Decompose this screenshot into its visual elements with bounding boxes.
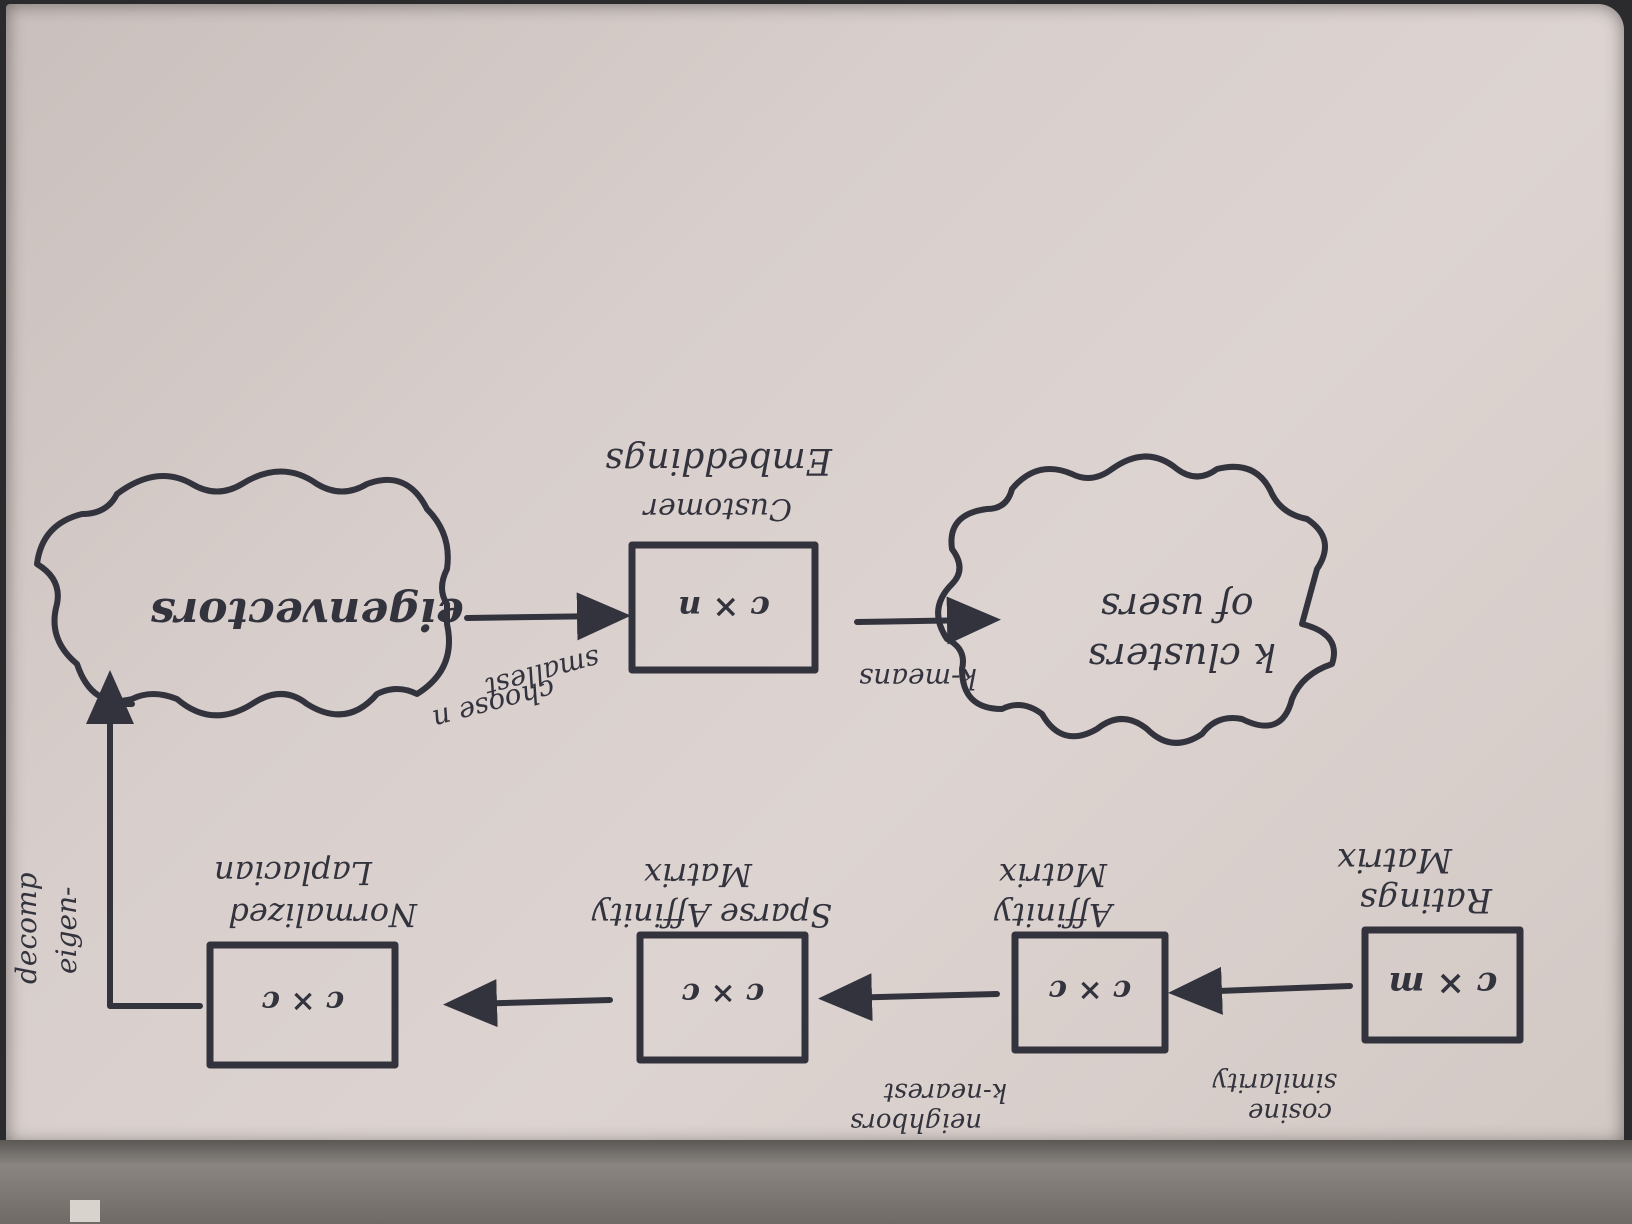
affinity-caption-line2: Matrix	[999, 856, 1108, 894]
eigenvectors-node: eigenvectors	[34, 468, 464, 719]
eigenvectors-burst	[34, 468, 452, 719]
notebook-page-edge	[0, 1140, 1632, 1224]
laplacian-caption-line1: Normalized	[228, 896, 418, 934]
embeddings-caption-line2: Embeddings	[605, 440, 833, 481]
page-edge-mark	[70, 1200, 100, 1222]
edge-eigen-line2: decomp	[10, 872, 43, 984]
laplacian-box	[206, 941, 399, 1069]
arrow-eigenvectors-to-embeddings	[464, 592, 631, 641]
embeddings-caption-line1: Customer	[642, 491, 792, 526]
sparse-caption-line1: Sparse Affinity	[591, 896, 832, 934]
embeddings-box	[628, 541, 819, 674]
edge-kmeans: k-means	[859, 662, 977, 695]
ratings-box	[1361, 926, 1524, 1044]
sparse-box-label: c × c	[682, 976, 765, 1011]
sparse-node: c × c Sparse Affinity Matrix	[591, 856, 832, 1064]
edge-cosine-line1: cosine	[1248, 1097, 1332, 1127]
laplacian-node: c × c Normalized Laplacian	[206, 854, 418, 1069]
affinity-box-label: c × c	[1049, 973, 1132, 1008]
eigenvectors-label: eigenvectors	[150, 588, 463, 639]
clusters-label-line2: of users	[1100, 585, 1253, 629]
arrow-embeddings-to-clusters	[854, 596, 1001, 645]
clusters-burst	[935, 453, 1337, 746]
ratings-caption-line1: Ratings	[1360, 880, 1493, 920]
arrow-laplacian-to-eigenvectors	[107, 701, 203, 1009]
edge-knn-line1: k-nearest	[883, 1077, 1007, 1107]
clusters-node: k clusters of users	[935, 453, 1337, 746]
laplacian-box-label: c × c	[262, 984, 345, 1019]
embeddings-box-label: c × n	[678, 589, 770, 627]
affinity-node: c × c Affinity Matrix	[993, 856, 1169, 1054]
embeddings-node: c × n Customer Embeddings	[605, 440, 833, 674]
affinity-caption-line1: Affinity	[993, 896, 1115, 934]
edge-knn-line2: neighbors	[850, 1107, 982, 1137]
edge-eigen-line1: eigen-	[50, 886, 83, 974]
ratings-caption-line2: Matrix	[1337, 840, 1453, 880]
clusters-label-line1: k clusters	[1088, 635, 1276, 679]
affinity-box	[1011, 931, 1169, 1054]
arrow-sparse-to-laplacian	[443, 979, 613, 1028]
sparse-box	[636, 931, 809, 1064]
arrow-ratings-to-affinity	[1168, 966, 1353, 1015]
edge-cosine-line2: similarity	[1212, 1067, 1337, 1097]
laplacian-caption-line2: Laplacian	[214, 854, 373, 892]
ratings-box-label: c × m	[1389, 964, 1498, 1004]
ratings-node: c × m Ratings Matrix	[1337, 840, 1524, 1044]
sparse-caption-line2: Matrix	[644, 856, 753, 894]
arrow-affinity-to-sparse	[818, 973, 1000, 1022]
